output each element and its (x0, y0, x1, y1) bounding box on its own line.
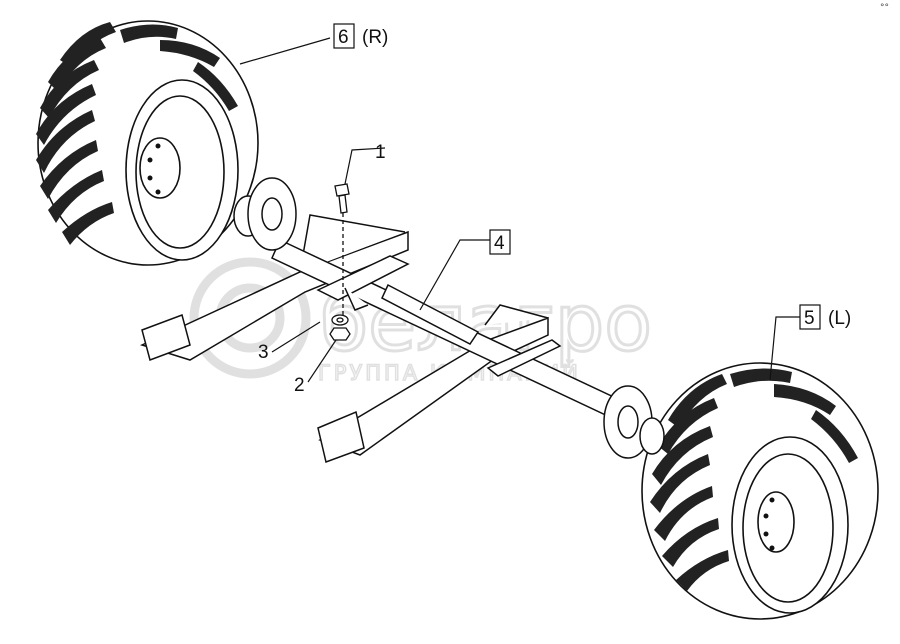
callout-suffix: (L) (828, 308, 851, 329)
callout-box (489, 229, 511, 255)
leader-lines (239, 37, 800, 383)
bolt (334, 183, 350, 320)
callout-box (333, 23, 355, 49)
callout-number: 2 (294, 375, 305, 396)
wheel-right (36, 20, 259, 266)
hub-left (603, 385, 665, 459)
callout-5: 5 (L) (799, 304, 851, 330)
callout-4: 4 (489, 229, 511, 255)
callout-number: 4 (494, 233, 505, 254)
callout-number: 6 (338, 27, 349, 48)
callout-2: 2 (294, 375, 305, 396)
callout-6: 6 (R) (333, 23, 388, 49)
callout-3: 3 (258, 342, 269, 363)
callout-box (799, 304, 821, 330)
callout-number: 5 (804, 308, 815, 329)
hub-right (233, 177, 297, 251)
callout-1: 1 (375, 142, 386, 163)
callout-suffix: (R) (362, 27, 388, 48)
callout-number: 3 (258, 342, 269, 363)
nut (329, 327, 351, 341)
corner-mark: °° (880, 3, 889, 13)
washer (331, 314, 349, 326)
wheel-left (641, 362, 879, 620)
callout-number: 1 (375, 142, 386, 163)
